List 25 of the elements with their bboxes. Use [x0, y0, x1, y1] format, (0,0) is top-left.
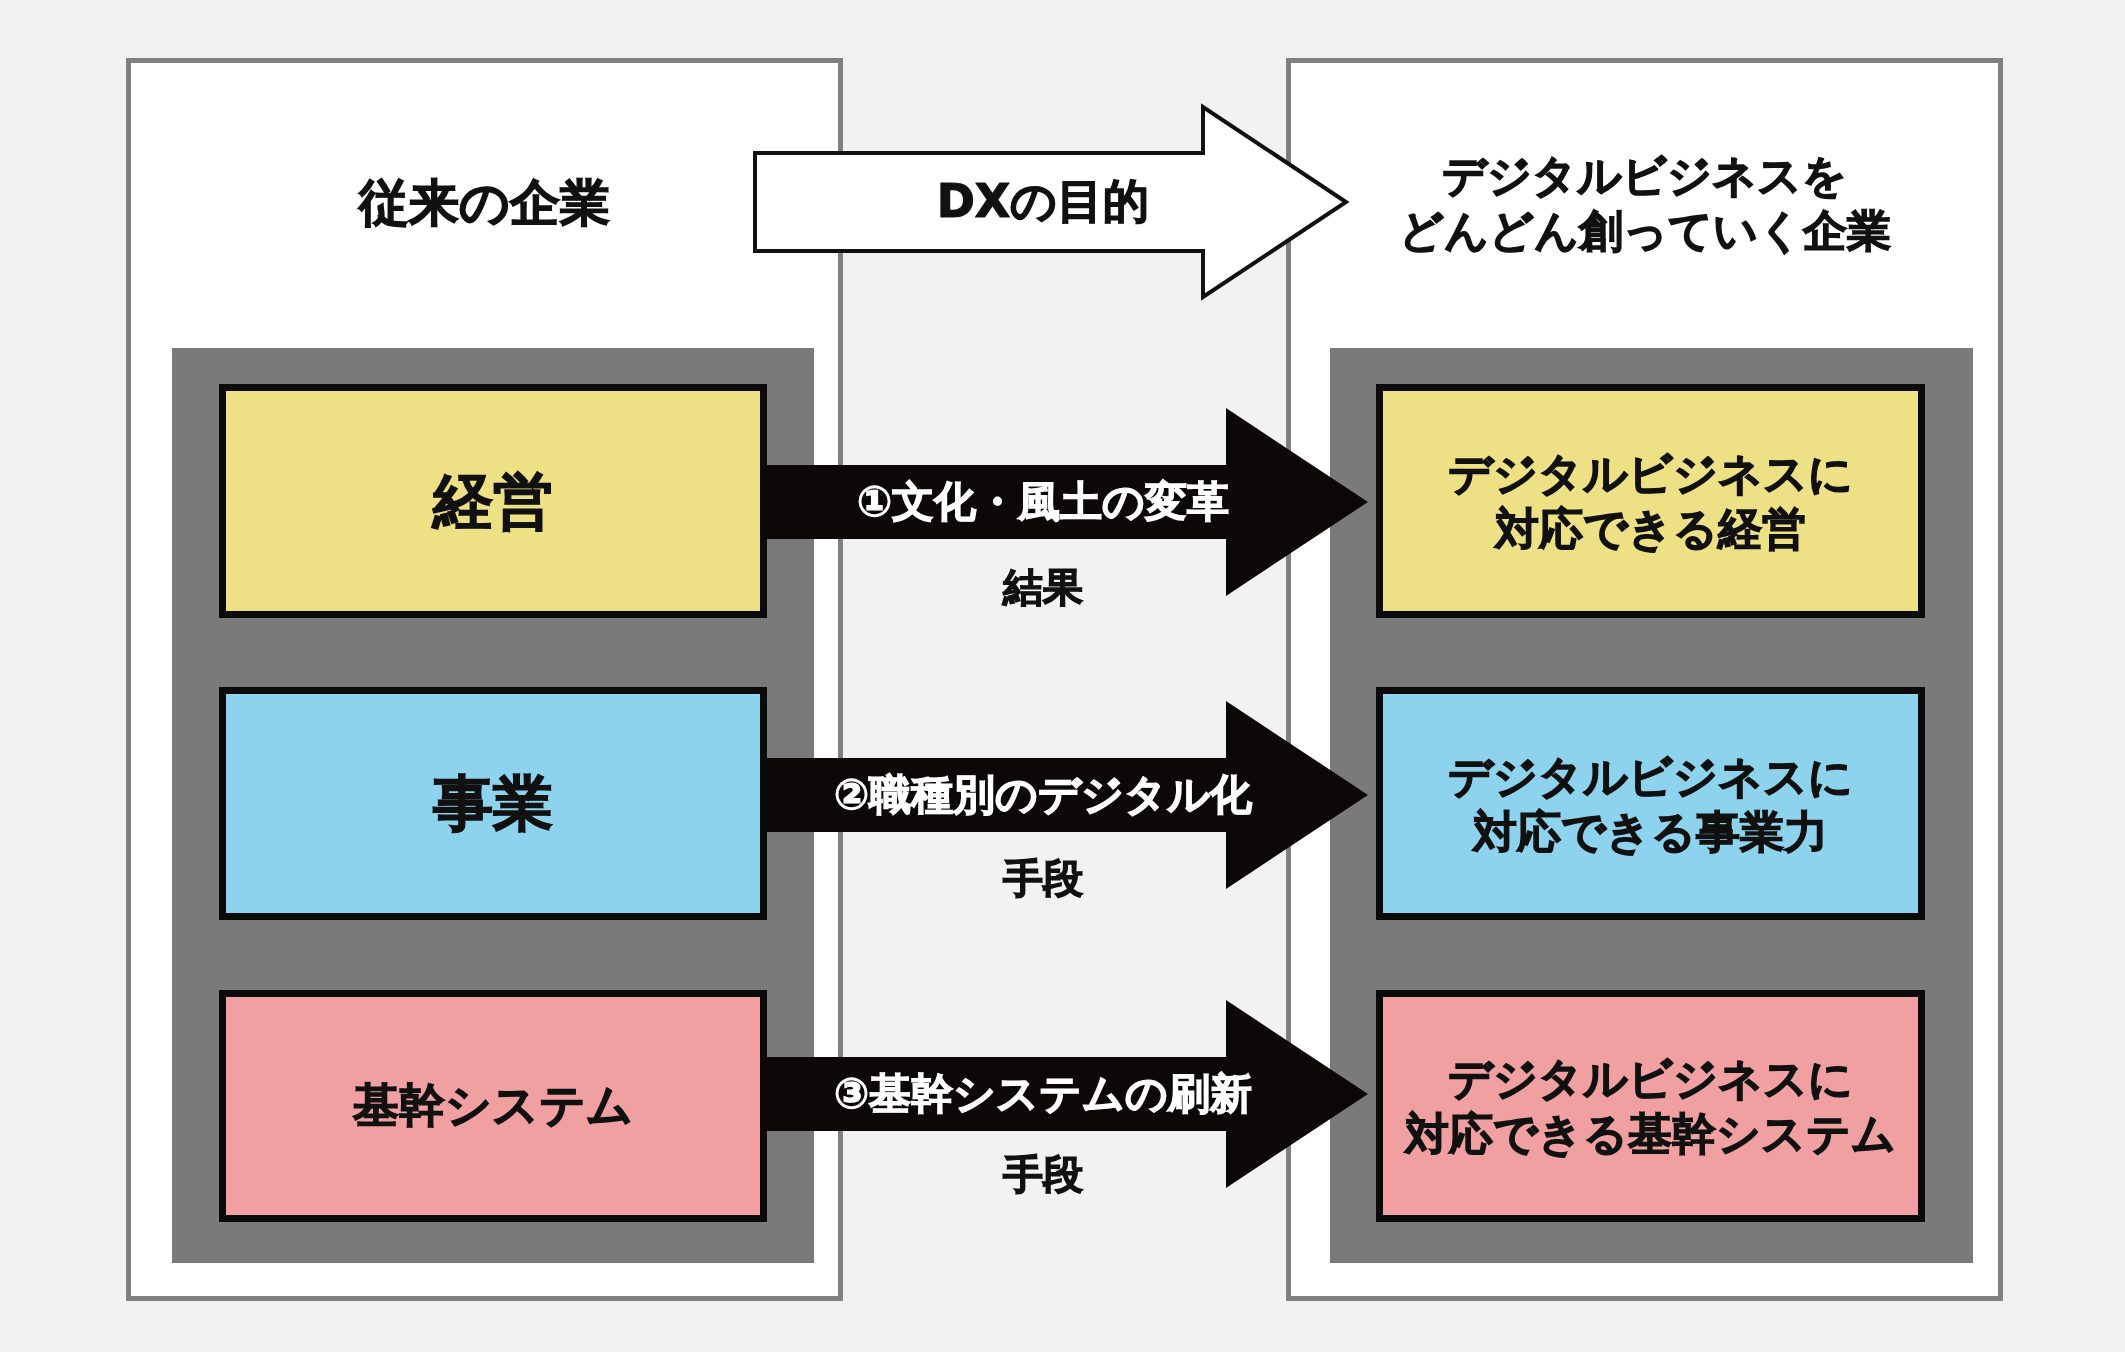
panel-background	[1330, 348, 1973, 1263]
edge-label: ①文化・風土の変革	[856, 476, 1230, 528]
arrow-caption: 手段	[1003, 853, 1083, 903]
box-label: 事業	[433, 767, 553, 840]
panel-title: デジタルビジネスをどんどん創っていく企業	[1398, 149, 1891, 258]
edge-label: DXの目的	[936, 173, 1150, 230]
block-arrow	[753, 103, 1350, 301]
result-box	[1376, 687, 1925, 920]
box-label: デジタルビジネスに対応できる事業力	[1448, 749, 1853, 859]
box-label: デジタルビジネスに対応できる基幹システム	[1405, 1052, 1896, 1161]
edge-label: ③基幹システムの刷新	[833, 1068, 1253, 1120]
box-label: デジタルビジネスに対応できる経営	[1448, 447, 1853, 556]
box-label: 基幹システム	[353, 1077, 633, 1134]
result-box	[1376, 990, 1925, 1222]
arrow-caption: 手段	[1003, 1149, 1083, 1199]
panel-background	[172, 348, 814, 1263]
process-box	[219, 384, 767, 618]
process-box	[219, 687, 767, 920]
panel	[1286, 58, 2003, 1301]
arrow-caption: 結果	[1003, 562, 1083, 612]
box-label: 経営	[433, 464, 553, 538]
edge-label: ②職種別のデジタル化	[833, 769, 1253, 821]
panel-title: 従来の企業	[359, 172, 610, 234]
result-box	[1376, 384, 1925, 618]
process-box	[219, 990, 767, 1222]
